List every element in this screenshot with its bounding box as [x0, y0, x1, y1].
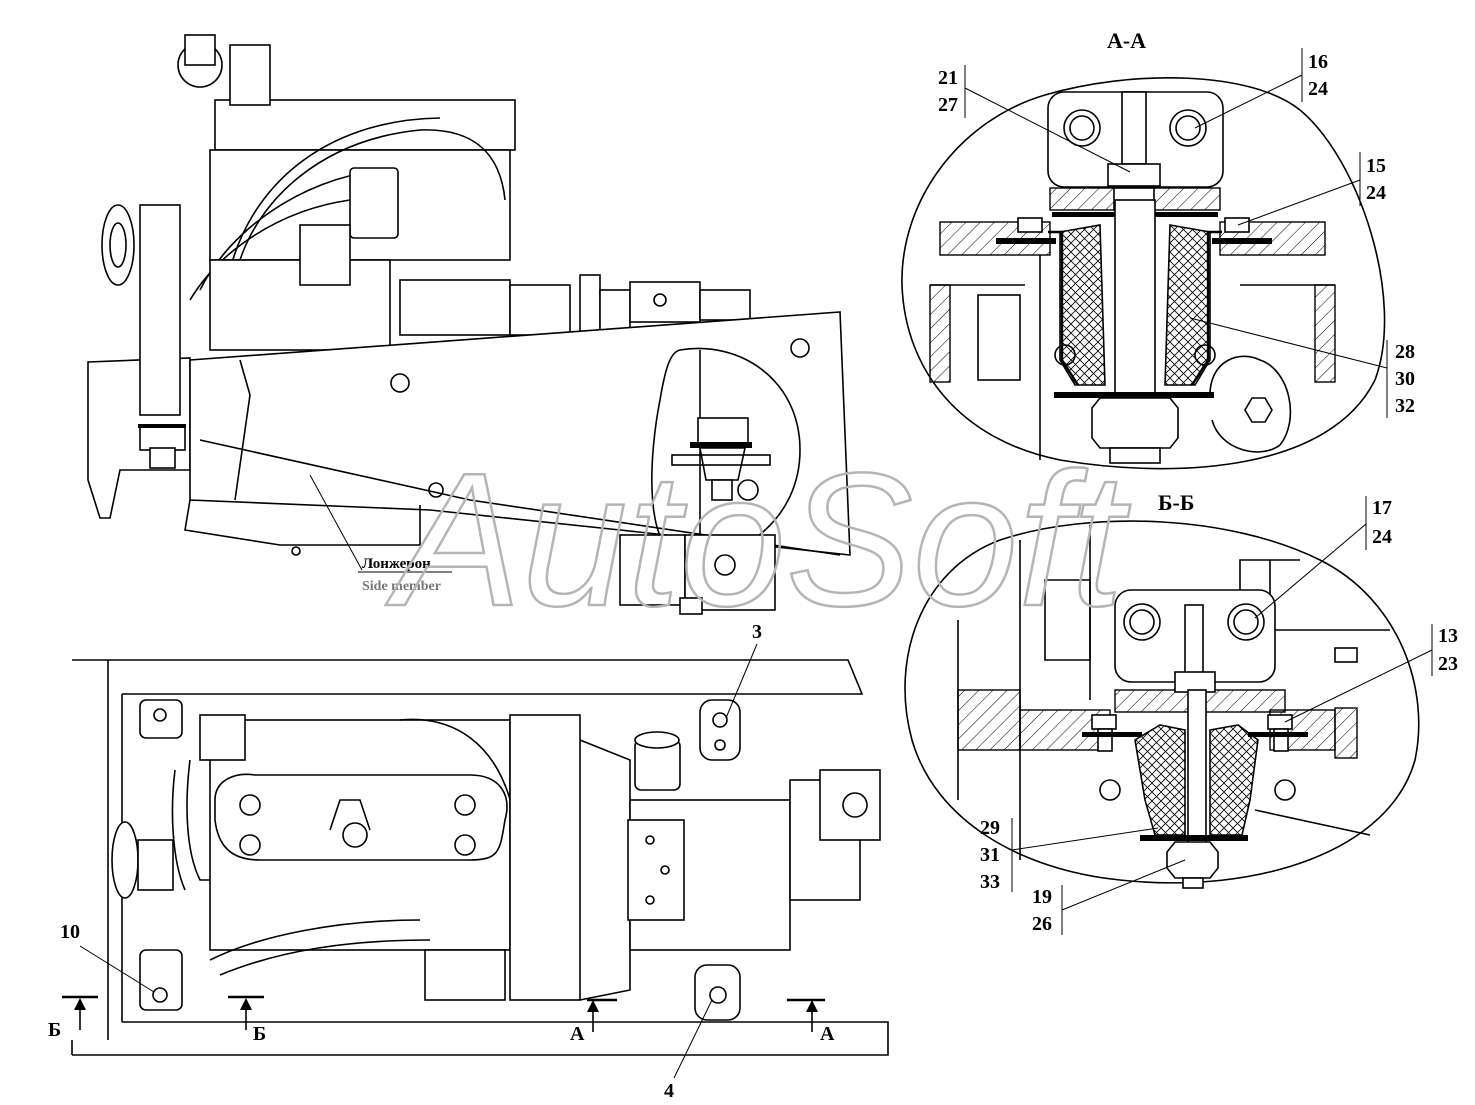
cut-markers: Б Б А А: [48, 995, 835, 1045]
plan-callouts: 3 4 10: [60, 621, 762, 1102]
callout-21: 21: [938, 67, 958, 89]
longeron-en: Side member: [362, 579, 441, 594]
callout-24: 24: [1308, 78, 1328, 100]
side-view-engine: [87, 34, 851, 615]
callout-19: 19: [1032, 886, 1052, 908]
plan-view: [71, 659, 889, 1056]
callout-15: 15: [1366, 155, 1386, 177]
callout-32: 32: [1395, 395, 1415, 417]
cut-b-right: Б: [253, 1023, 266, 1045]
callout-3: 3: [752, 621, 762, 643]
section-bb: Б-Б: [904, 490, 1420, 889]
longeron-ru: Лонжерон: [362, 556, 431, 572]
callout-31: 31: [980, 844, 1000, 866]
callout-13: 13: [1438, 625, 1458, 647]
section-bb-title: Б-Б: [1158, 490, 1194, 515]
callout-26: 26: [1032, 913, 1052, 935]
cut-a-right: А: [820, 1023, 835, 1045]
callout-16: 16: [1308, 51, 1328, 73]
callout-24c: 24: [1372, 526, 1392, 548]
cut-a-left: А: [570, 1023, 585, 1045]
callout-17: 17: [1372, 497, 1392, 519]
section-aa-outline: [901, 77, 1386, 470]
callout-23: 23: [1438, 653, 1458, 675]
callout-28: 28: [1395, 341, 1415, 363]
section-bb-outline: [904, 520, 1420, 884]
callout-24b: 24: [1366, 182, 1386, 204]
callout-27: 27: [938, 94, 958, 116]
watermark: AutoSoft: [385, 434, 1131, 646]
section-aa-callouts: 21 27 16 24 15 24 28 30 32: [938, 48, 1415, 418]
longeron-label: Лонжерон Side member: [309, 474, 452, 594]
callout-30: 30: [1395, 368, 1415, 390]
section-aa-title: А-А: [1107, 28, 1146, 53]
section-aa: А-А: [901, 28, 1386, 470]
section-bb-callouts: 17 24 13 23 29 31 33 19 26: [980, 496, 1458, 935]
callout-4: 4: [664, 1080, 674, 1102]
cut-b-left: Б: [48, 1019, 61, 1041]
callout-10: 10: [60, 921, 80, 943]
callout-29: 29: [980, 817, 1000, 839]
callout-33: 33: [980, 871, 1000, 893]
